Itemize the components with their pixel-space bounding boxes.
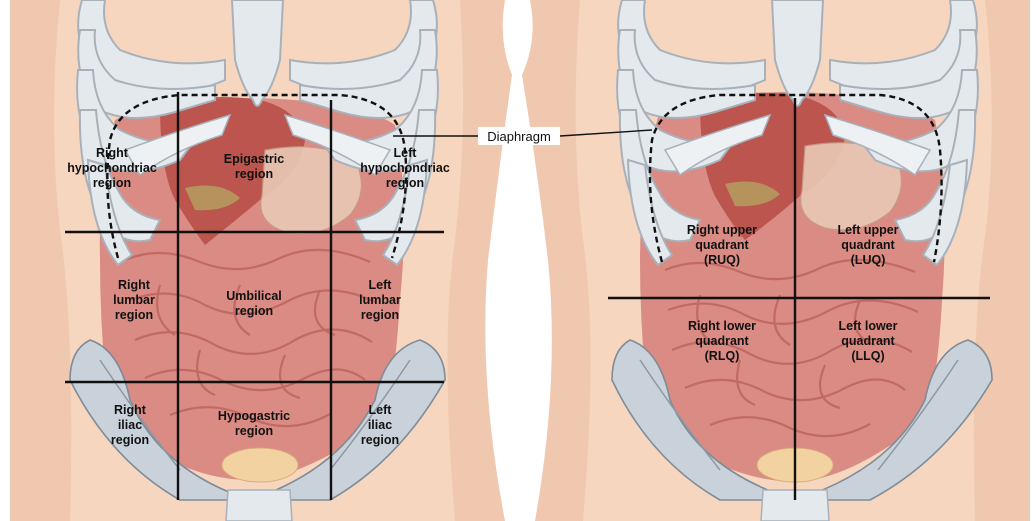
diaphragm-label: Diaphragm	[487, 129, 551, 144]
quadrant-label-line: quadrant	[841, 334, 895, 348]
quadrant-label-line: (LUQ)	[851, 253, 886, 267]
quadrant-label-line: quadrant	[695, 334, 749, 348]
quadrant-label-line: Right upper	[687, 223, 757, 237]
regions-bladder	[222, 448, 298, 482]
region-label-line: Right	[118, 278, 151, 292]
region-label-line: Left	[394, 146, 418, 160]
region-label-line: Right	[114, 403, 147, 417]
quadrant-label-line: (RUQ)	[704, 253, 740, 267]
region-label-line: region	[93, 176, 131, 190]
region-label-line: lumbar	[359, 293, 401, 307]
region-label-line: region	[361, 433, 399, 447]
region-label-line: region	[386, 176, 424, 190]
region-label-line: Hypogastric	[218, 409, 290, 423]
quadrant-label-line: Right lower	[688, 319, 756, 333]
quadrant-label-line: quadrant	[841, 238, 895, 252]
quadrant-label-line: quadrant	[695, 238, 749, 252]
region-label-line: Left	[369, 403, 393, 417]
regions-torso	[10, 0, 512, 521]
region-label-line: region	[361, 308, 399, 322]
quadrant-label-line: Left lower	[838, 319, 897, 333]
region-label-line: region	[235, 424, 273, 438]
quadrant-label-line: (RLQ)	[705, 349, 740, 363]
spine-icon	[226, 490, 292, 521]
quadrant-label-line: (LLQ)	[851, 349, 884, 363]
region-label-line: iliac	[368, 418, 392, 432]
region-label-line: region	[235, 167, 273, 181]
region-label-line: Umbilical	[226, 289, 282, 303]
region-label-line: lumbar	[113, 293, 155, 307]
region-label-line: Epigastric	[224, 152, 284, 166]
region-label-line: region	[235, 304, 273, 318]
region-label-line: Right	[96, 146, 129, 160]
region-label-line: iliac	[118, 418, 142, 432]
region-label-line: hypochondriac	[67, 161, 157, 175]
region-label-line: region	[111, 433, 149, 447]
region-label-line: hypochondriac	[360, 161, 450, 175]
quadrant-label-line: Left upper	[837, 223, 898, 237]
region-label-line: region	[115, 308, 153, 322]
quadrants-torso	[522, 0, 1030, 521]
region-label-line: Left	[369, 278, 393, 292]
